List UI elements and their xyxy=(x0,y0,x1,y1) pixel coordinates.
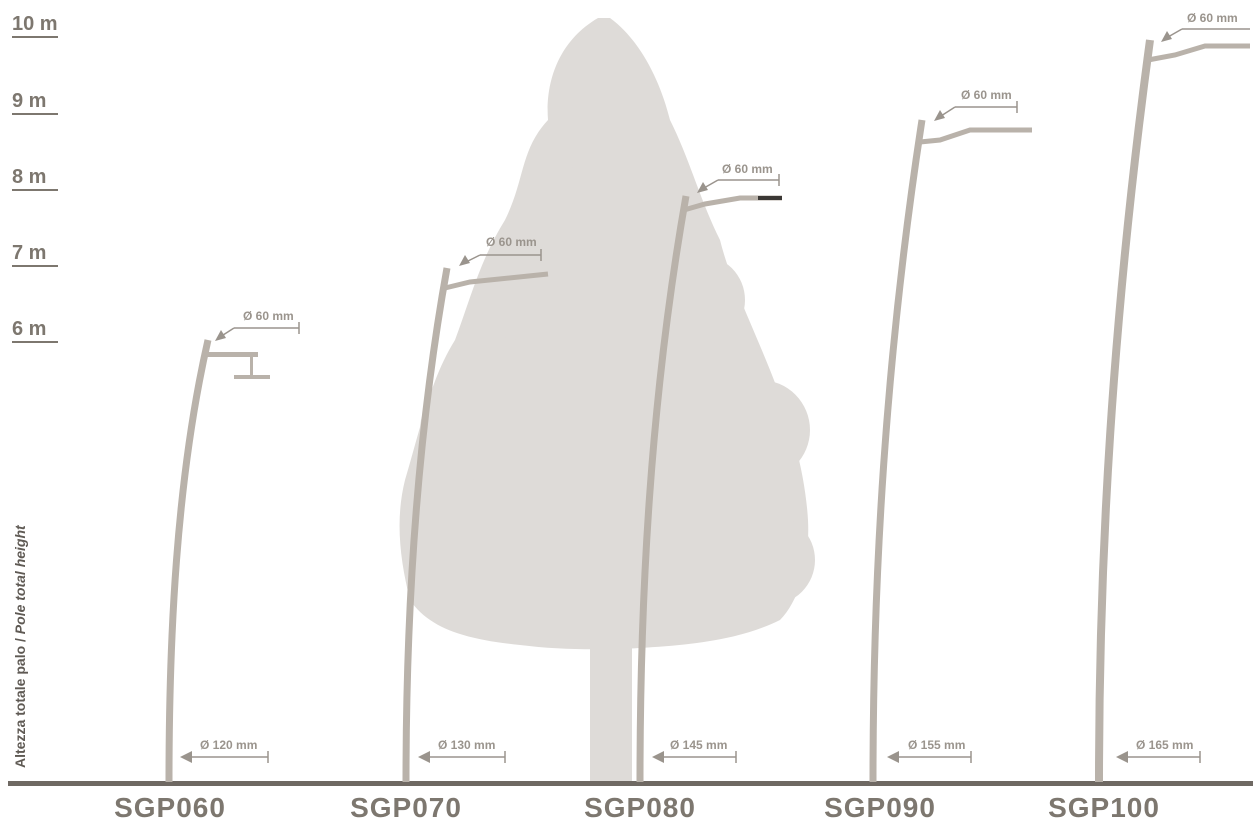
arm-diameter-label: Ø 60 mm xyxy=(722,162,773,176)
scale-label-8m: 8 m xyxy=(12,166,46,188)
pole-sgp070: Ø 60 mm Ø 130 mm SGP070 xyxy=(350,235,549,823)
luminaire-arm xyxy=(206,352,258,357)
luminaire-head xyxy=(758,196,782,200)
model-label: SGP080 xyxy=(584,792,696,823)
arrow-icon xyxy=(1116,751,1128,763)
height-scale: 10 m 9 m 8 m 7 m 6 m xyxy=(12,13,58,343)
scale-mark: 10 m xyxy=(12,13,58,38)
luminaire-arm xyxy=(444,271,549,291)
axis-title-italic: Pole total height xyxy=(12,524,28,634)
arm-diameter-label: Ø 60 mm xyxy=(486,235,537,249)
arrow-icon xyxy=(887,751,899,763)
pole-sgp090: Ø 60 mm Ø 155 mm SGP090 xyxy=(824,88,1032,823)
model-label: SGP070 xyxy=(350,792,462,823)
model-label: SGP060 xyxy=(114,792,226,823)
poles: Ø 60 mm Ø 120 mm SGP060 Ø 60 mm Ø 130 mm… xyxy=(114,11,1250,823)
base-diameter-label: Ø 155 mm xyxy=(908,738,965,752)
scale-mark: 9 m xyxy=(12,90,58,115)
axis-title: Altezza totale palo / Pole total height xyxy=(12,524,28,768)
scale-mark: 8 m xyxy=(12,166,58,191)
arm-diameter-label: Ø 60 mm xyxy=(961,88,1012,102)
pole-shaft xyxy=(402,267,451,783)
arm-diameter-label: Ø 60 mm xyxy=(243,309,294,323)
scale-mark: 6 m xyxy=(12,318,58,343)
axis-title-main: Altezza totale palo / xyxy=(12,634,28,768)
arrow-icon xyxy=(418,751,430,763)
arrow-icon xyxy=(459,255,470,266)
base-diameter-label: Ø 145 mm xyxy=(670,738,727,752)
luminaire-arm xyxy=(1147,43,1250,63)
arrow-icon xyxy=(215,330,226,341)
pole-sgp100: Ø 60 mm Ø 165 mm SGP100 xyxy=(1048,11,1250,823)
pole-sgp060: Ø 60 mm Ø 120 mm SGP060 xyxy=(114,309,300,823)
base-diameter-label: Ø 120 mm xyxy=(200,738,257,752)
scale-label-9m: 9 m xyxy=(12,90,46,112)
luminaire-head xyxy=(234,375,270,379)
scale-label-6m: 6 m xyxy=(12,318,46,340)
base-diameter-label: Ø 130 mm xyxy=(438,738,495,752)
ground-line xyxy=(8,781,1253,786)
pole-shaft xyxy=(1095,39,1154,783)
scale-label-7m: 7 m xyxy=(12,242,46,264)
arm-diameter-label: Ø 60 mm xyxy=(1187,11,1238,25)
pole-shaft xyxy=(869,119,926,783)
arrow-icon xyxy=(697,182,708,193)
luminaire-arm xyxy=(919,127,1032,145)
model-label: SGP090 xyxy=(824,792,936,823)
base-diameter-label: Ø 165 mm xyxy=(1136,738,1193,752)
tree-illustration xyxy=(399,18,815,782)
scale-label-10m: 10 m xyxy=(12,13,58,35)
model-label: SGP100 xyxy=(1048,792,1160,823)
scale-mark: 7 m xyxy=(12,242,58,267)
pole-sgp080: Ø 60 mm Ø 145 mm SGP080 xyxy=(584,162,782,823)
pole-shaft xyxy=(636,195,690,783)
arrow-icon xyxy=(180,751,192,763)
arrow-icon xyxy=(934,110,945,121)
pole-shaft xyxy=(165,339,212,783)
arrow-icon xyxy=(1161,31,1172,42)
arrow-icon xyxy=(652,751,664,763)
